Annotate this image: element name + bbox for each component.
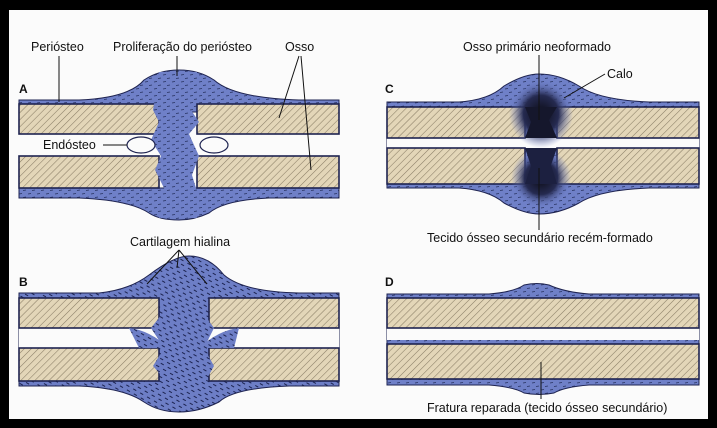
label-proliferacao: Proliferação do periósteo — [113, 40, 252, 54]
panel-b-letter: B — [19, 275, 28, 289]
panel-c-bone-upper-left — [387, 107, 525, 138]
label-tecido-secundario: Tecido ósseo secundário recém-formado — [427, 231, 653, 245]
label-osso-primario: Osso primário neoformado — [463, 40, 611, 54]
panel-b-bone-lower-right — [209, 348, 339, 381]
panel-b-bone-upper-left — [19, 298, 159, 328]
panel-b-bone-lower-left — [19, 348, 159, 381]
panel-d: D Fratura reparada (tecido ósseo secundá… — [385, 275, 699, 415]
panel-c-bone-upper-right — [557, 107, 699, 138]
panel-c: C Osso primário neoformado Calo Tecido ó… — [385, 40, 699, 245]
panel-c-letter: C — [385, 82, 394, 96]
label-periosteo: Periósteo — [31, 40, 84, 54]
panel-a: A Periósteo Proliferação do periósteo Os… — [19, 40, 339, 220]
panel-d-bone-upper — [387, 298, 699, 328]
label-cartilagem: Cartilagem hialina — [130, 235, 230, 249]
panel-a-bone-upper-left — [19, 104, 159, 134]
panel-b-bone-upper-right — [209, 298, 339, 328]
panel-d-letter: D — [385, 275, 394, 289]
panel-a-bone-lower-left — [19, 156, 159, 188]
panel-a-bone-upper-right — [197, 104, 339, 134]
panel-c-bone-lower-left — [387, 148, 525, 184]
panel-a-endosteum-right — [200, 137, 228, 153]
panel-b: B Cartilagem hialina — [19, 235, 339, 412]
label-fratura-reparada: Fratura reparada (tecido ósseo secundári… — [427, 401, 667, 415]
panel-a-letter: A — [19, 82, 28, 96]
panel-d-bone-lower — [387, 344, 699, 379]
fracture-healing-diagram: A Periósteo Proliferação do periósteo Os… — [9, 10, 708, 419]
label-osso: Osso — [285, 40, 314, 54]
panel-c-bone-lower-right — [557, 148, 699, 184]
panel-a-bone-lower-right — [197, 156, 339, 188]
label-calo: Calo — [607, 67, 633, 81]
figure-panel: A Periósteo Proliferação do periósteo Os… — [9, 10, 708, 419]
panel-a-endosteum-left — [127, 137, 155, 153]
label-endosteo: Endósteo — [43, 138, 96, 152]
